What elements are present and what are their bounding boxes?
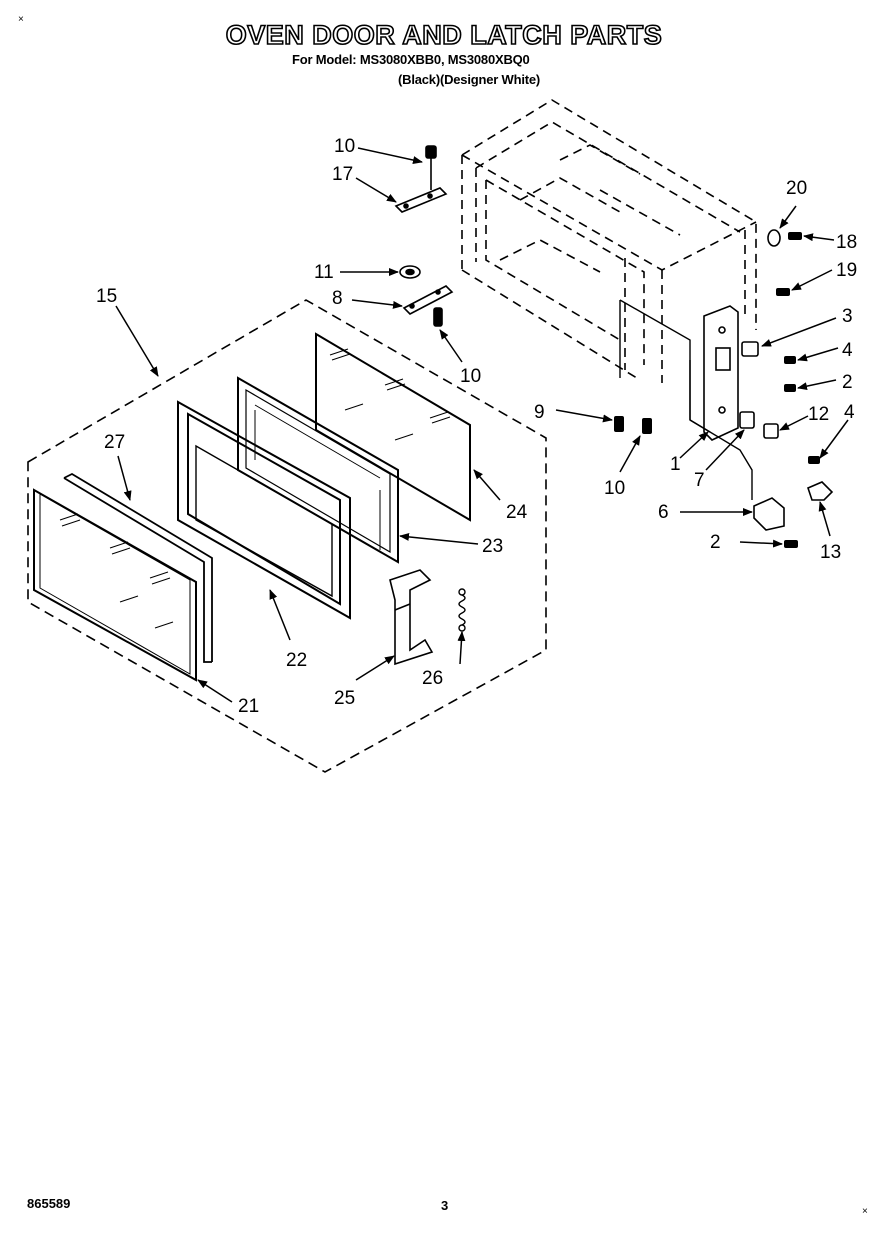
part-20-washer [767,229,781,247]
part-7-switch-lower [739,411,755,429]
part-18-screw [788,232,802,240]
part-19-screw [776,288,790,296]
part-2-screw-lower [784,540,798,548]
callout-19: 19 [836,260,857,281]
part-22-door-frame [177,400,351,620]
callout-25: 25 [334,688,355,709]
callout-10-bottom: 10 [604,478,625,499]
callout-11: 11 [314,262,334,283]
part-6-latch-lever [753,497,785,531]
callout-20: 20 [786,178,807,199]
latch-wire [689,360,753,500]
part-8-lower-hinge [402,285,454,315]
callout-4-upper: 4 [842,340,853,361]
part-4-screw-upper [784,356,796,364]
color-subtitle: (Black)(Designer White) [398,72,541,87]
part-13-actuator [807,481,834,501]
callout-1: 1 [670,454,681,475]
part-26-spring [458,588,466,632]
callout-12: 12 [808,404,829,425]
callout-7: 7 [694,470,705,491]
callout-23: 23 [482,536,503,557]
page-title: OVEN DOOR AND LATCH PARTS [225,19,663,51]
callout-13: 13 [820,542,841,563]
callout-8: 8 [332,288,343,309]
callout-10-hinge: 10 [460,366,481,387]
callout-27: 27 [104,432,125,453]
callout-2-upper: 2 [842,372,853,393]
part-2-screw-upper [784,384,796,392]
leader-lines [115,147,849,703]
callout-24: 24 [506,502,528,523]
document-number: 865589 [27,1196,71,1211]
part-24-inner-glass [315,332,471,522]
callout-21: 21 [238,696,259,717]
callout-2-lower: 2 [710,532,721,553]
latch-frame [619,299,711,433]
callout-18: 18 [836,232,857,253]
part-3-switch [741,341,759,357]
callout-3: 3 [842,306,853,327]
corner-mark-top-left: × [18,14,24,25]
part-23-choke-frame [237,376,399,564]
callout-26: 26 [422,668,443,689]
part-10-screw-hinge [433,307,443,327]
part-12-switch-holder [763,423,779,439]
part-21-outer-glass [33,488,197,682]
callout-10-top: 10 [334,136,355,157]
part-27-gasket [63,472,213,663]
callout-9: 9 [534,402,545,423]
corner-mark-bottom-right: × [862,1206,868,1217]
part-1-latch-plate [703,305,739,441]
part-4-screw-lower [808,456,820,464]
callout-17: 17 [332,164,353,185]
callout-22: 22 [286,650,307,671]
oven-cavity [461,99,757,383]
callout-6: 6 [658,502,669,523]
door-assembly-outline [27,299,547,773]
part-10-screw-top [425,145,437,190]
page-number: 3 [441,1198,449,1213]
part-9-screw [614,416,624,432]
part-10-screw-bottom [642,418,652,434]
part-25-latch-hook [389,569,434,666]
model-subtitle: For Model: MS3080XBB0, MS3080XBQ0 [292,52,530,67]
part-17-upper-hinge [394,187,448,213]
part-11-washer [399,265,421,279]
callout-4-lower: 4 [844,402,855,423]
callout-15: 15 [96,286,117,307]
